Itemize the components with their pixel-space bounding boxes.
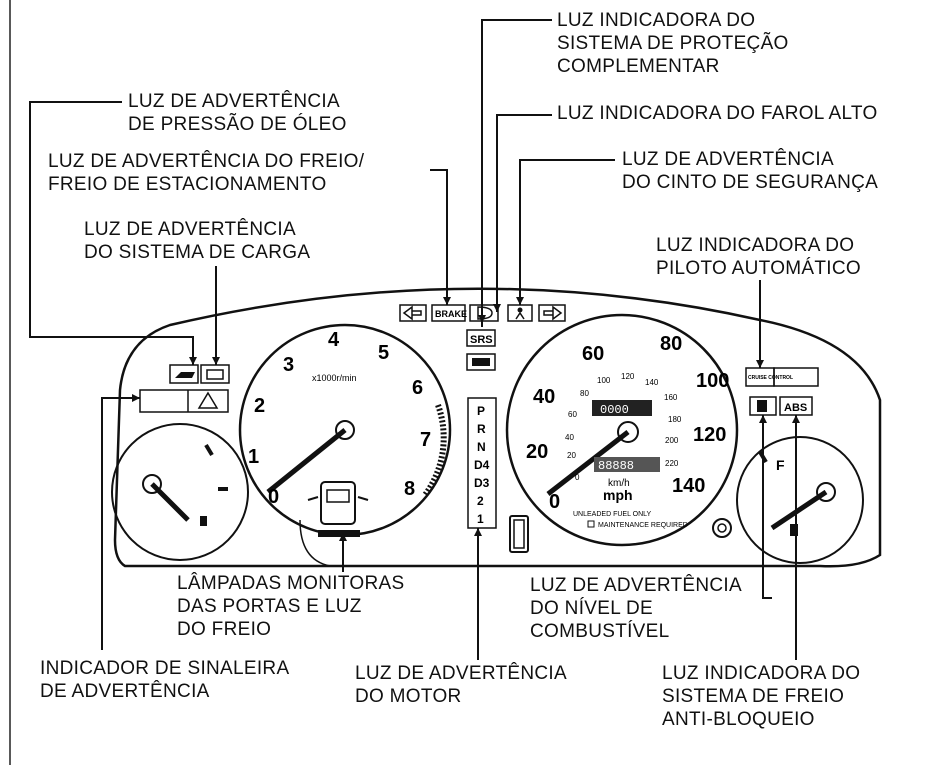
door-monitor-label: LÂMPADAS MONITORAS DAS PORTAS E LUZ DO F… [177, 573, 405, 640]
kmh-220: 220 [665, 459, 679, 468]
hazard-leader [101, 397, 140, 650]
gear-d3: D3 [474, 476, 490, 490]
high-beam-leader [496, 114, 552, 312]
seatbelt-warning-label: LUZ DE ADVERTÊNCIA DO CINTO DE SEGURANÇA [622, 149, 879, 193]
mph-40: 40 [533, 386, 555, 408]
mph-100: 100 [696, 370, 729, 392]
seatbelt-light [507, 304, 533, 322]
speed-unit-kmh: km/h [608, 478, 630, 489]
trip-reset-knob [509, 515, 529, 553]
mph-120: 120 [693, 424, 726, 446]
cluster-outline [113, 287, 882, 568]
oil-pressure-light [169, 364, 199, 384]
gear-2: 2 [477, 494, 484, 508]
turn-right-icon [538, 304, 566, 322]
odometer-value: 0000 [600, 403, 629, 417]
high-beam-label: LUZ INDICADORA DO FAROL ALTO [557, 103, 878, 124]
fuel-leader [762, 415, 772, 599]
fuel-level-label: LUZ DE ADVERTÊNCIA DO NÍVEL DE COMBUSTÍV… [530, 575, 742, 642]
kmh-60: 60 [568, 410, 577, 419]
tach-tick-4: 4 [328, 329, 340, 351]
trip-value: 88888 [598, 459, 634, 473]
charge-light [200, 364, 230, 384]
gear-d4: D4 [474, 458, 490, 472]
mph-20: 20 [526, 441, 548, 463]
odometer-display [592, 400, 652, 416]
tach-tick-8: 8 [404, 478, 415, 500]
engine-warning-label: LUZ DE ADVERTÊNCIA DO MOTOR [355, 663, 567, 707]
kmh-160: 160 [664, 393, 678, 402]
leader-lines [29, 19, 797, 660]
srs-indicator-label: LUZ INDICADORA DO SISTEMA DE PROTEÇÃO CO… [557, 10, 789, 77]
door-monitor-icon [307, 481, 369, 537]
kmh-80: 80 [580, 389, 589, 398]
brake-warning-label: LUZ DE ADVERTÊNCIA DO FREIO/ FREIO DE ES… [48, 151, 365, 195]
gear-p: P [477, 404, 485, 418]
kmh-120: 120 [621, 372, 635, 381]
oil-leader [29, 101, 194, 365]
mph-80: 80 [660, 333, 682, 355]
hazard-light [139, 389, 229, 413]
tach-tick-6: 6 [412, 377, 423, 399]
tach-unit: x1000r/min [312, 373, 357, 383]
brake-leader [430, 169, 448, 305]
kmh-140: 140 [645, 378, 659, 387]
oil-pressure-label: LUZ DE ADVERTÊNCIA DE PRESSÃO DE ÓLEO [128, 91, 347, 135]
seatbelt-leader [519, 159, 615, 305]
cruise-text: CRUISE CONTROL [748, 375, 793, 381]
temperature-gauge [111, 423, 249, 561]
hazard-indicator-label: INDICADOR DE SINALEIRA DE ADVERTÊNCIA [40, 658, 290, 702]
kmh-200: 200 [665, 436, 679, 445]
gear-indicator: P R N D4 D3 2 1 [467, 397, 497, 529]
check-engine-light [466, 353, 496, 371]
dimmer-knob [712, 518, 732, 538]
charge-warning-label: LUZ DE ADVERTÊNCIA DO SISTEMA DE CARGA [84, 219, 311, 263]
maintenance-text: MAINTENANCE REQUIRED [598, 522, 688, 529]
kmh-20: 20 [567, 451, 576, 460]
mph-0: 0 [549, 491, 560, 513]
cruise-indicator-label: LUZ INDICADORA DO PILOTO AUTOMÁTICO [656, 235, 861, 279]
abs-indicator-label: LUZ INDICADORA DO SISTEMA DE FREIO ANTI-… [662, 663, 861, 730]
kmh-100: 100 [597, 376, 611, 385]
brake-light: BRAKE [431, 304, 467, 322]
fuel-gauge: F [736, 436, 864, 564]
turn-left-icon [399, 304, 427, 322]
srs-light: SRS [466, 329, 496, 347]
gear-1: 1 [477, 512, 484, 526]
speedometer: 0 20 40 60 80 100 120 140 0 20 40 60 80 … [505, 313, 739, 547]
kmh-0: 0 [575, 473, 580, 482]
tachometer: 0 1 2 3 4 5 6 7 8 x1000r/min [238, 323, 452, 537]
speed-unit-mph: mph [603, 487, 633, 503]
tach-tick-3: 3 [283, 354, 294, 376]
unleaded-text: UNLEADED FUEL ONLY [573, 511, 652, 518]
tach-tick-7: 7 [420, 429, 431, 451]
brake-light-text: BRAKE [435, 309, 467, 319]
tach-tick-2: 2 [254, 395, 265, 417]
mph-140: 140 [672, 475, 705, 497]
fuel-light [749, 396, 777, 416]
gear-r: R [477, 422, 486, 436]
fuel-full-mark: F [776, 457, 785, 473]
kmh-180: 180 [668, 415, 682, 424]
gear-n: N [477, 440, 486, 454]
mph-60: 60 [582, 343, 604, 365]
abs-light-text: ABS [784, 402, 807, 414]
kmh-40: 40 [565, 433, 574, 442]
srs-leader [481, 19, 552, 327]
tach-tick-5: 5 [378, 342, 389, 364]
abs-light: ABS [779, 396, 813, 416]
tach-tick-0: 0 [268, 486, 279, 508]
cruise-light: CRUISE CONTROL [745, 367, 819, 387]
srs-light-text: SRS [470, 334, 493, 346]
trip-display [594, 457, 660, 472]
tach-tick-1: 1 [248, 446, 259, 468]
